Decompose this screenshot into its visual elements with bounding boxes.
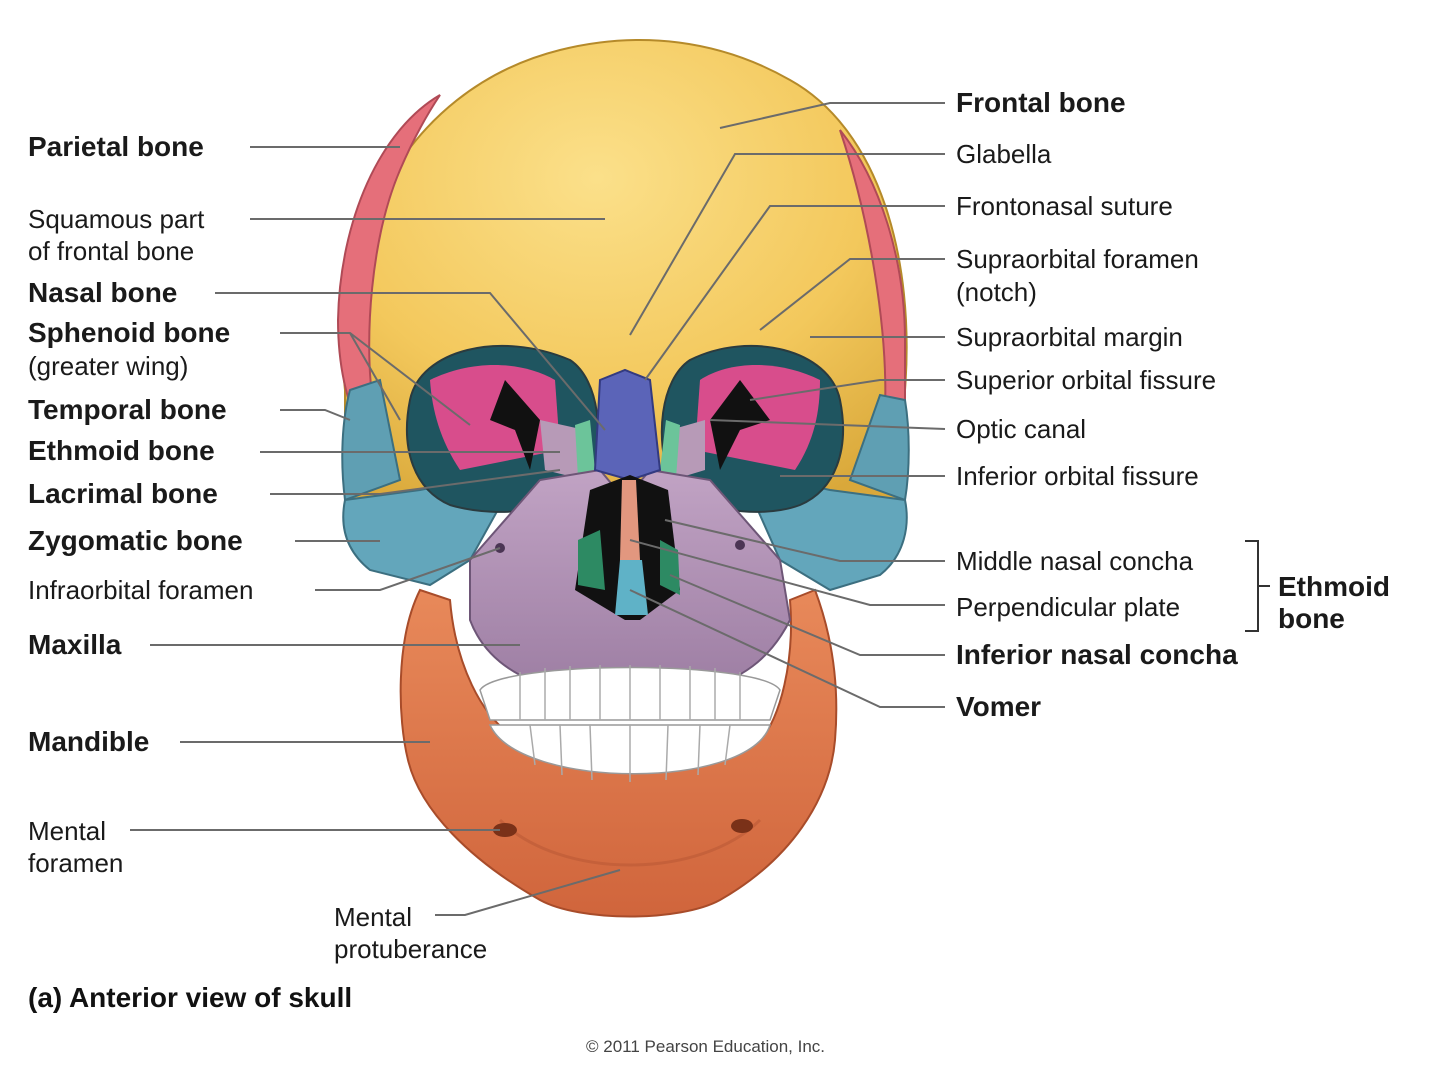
label-glabella: Glabella xyxy=(956,139,1052,169)
label-mental-protuberance-2: protuberance xyxy=(334,934,488,964)
label-infraorbital-foramen: Infraorbital foramen xyxy=(28,575,254,605)
label-mental-foramen-2: foramen xyxy=(28,848,124,878)
label-perpendicular-plate: Perpendicular plate xyxy=(956,592,1181,622)
label-middle-nasal-concha: Middle nasal concha xyxy=(956,546,1194,576)
orbit-fissure-left xyxy=(490,380,540,470)
leader-lines xyxy=(130,102,946,916)
label-mental-foramen: Mental xyxy=(28,816,107,846)
label-supraorbital-foramen-2: (notch) xyxy=(956,277,1037,307)
label-parietal-bone: Parietal bone xyxy=(28,131,204,162)
label-zygomatic-bone: Zygomatic bone xyxy=(28,525,243,556)
figure-caption: (a) Anterior view of skull xyxy=(28,982,353,1013)
infraorbital-foramen-right xyxy=(735,540,745,550)
teeth xyxy=(479,665,781,782)
ethmoid-bracket xyxy=(1245,540,1270,632)
label-squamous-part: Squamous part xyxy=(28,204,205,234)
lacrimal-left xyxy=(575,420,595,478)
vomer-shape xyxy=(615,560,648,615)
label-mandible: Mandible xyxy=(28,726,150,757)
label-maxilla: Maxilla xyxy=(28,629,122,660)
label-mental-protuberance: Mental xyxy=(334,902,413,932)
label-ethmoid-group-2: bone xyxy=(1278,603,1345,634)
label-optic-canal: Optic canal xyxy=(956,414,1087,444)
label-temporal-bone: Temporal bone xyxy=(28,394,227,425)
concha-right xyxy=(660,540,680,595)
label-inferior-nasal-concha: Inferior nasal concha xyxy=(956,639,1238,670)
nasal-bone-shape xyxy=(593,368,662,482)
concha-left xyxy=(578,530,605,590)
ethmoid-left xyxy=(540,420,585,480)
label-supraorbital-margin: Supraorbital margin xyxy=(956,322,1183,352)
chin-contour xyxy=(498,818,762,867)
label-lacrimal-bone: Lacrimal bone xyxy=(28,478,218,509)
label-sphenoid-bone-2: (greater wing) xyxy=(28,351,189,381)
perpendicular-plate xyxy=(620,480,640,560)
orbit-fissure-right xyxy=(710,380,770,470)
mental-foramen-left xyxy=(493,823,517,837)
label-nasal-bone: Nasal bone xyxy=(28,277,178,308)
label-frontonasal-suture: Frontonasal suture xyxy=(956,191,1173,221)
mental-foramen-right xyxy=(731,819,753,833)
label-supraorbital-foramen: Supraorbital foramen xyxy=(956,244,1199,274)
label-squamous-part-2: of frontal bone xyxy=(28,236,195,266)
copyright-notice: © 2011 Pearson Education, Inc. xyxy=(586,1037,826,1056)
label-vomer: Vomer xyxy=(956,691,1042,722)
label-ethmoid-group: Ethmoid xyxy=(1278,571,1390,602)
temporal-bone-right xyxy=(848,393,910,502)
label-sphenoid-bone: Sphenoid bone xyxy=(28,317,231,348)
lacrimal-right xyxy=(660,420,680,478)
label-frontal-bone: Frontal bone xyxy=(956,87,1126,118)
label-inferior-orbital-fissure: Inferior orbital fissure xyxy=(956,461,1199,491)
label-ethmoid-bone: Ethmoid bone xyxy=(28,435,215,466)
label-superior-orbital-fissure: Superior orbital fissure xyxy=(956,365,1217,395)
